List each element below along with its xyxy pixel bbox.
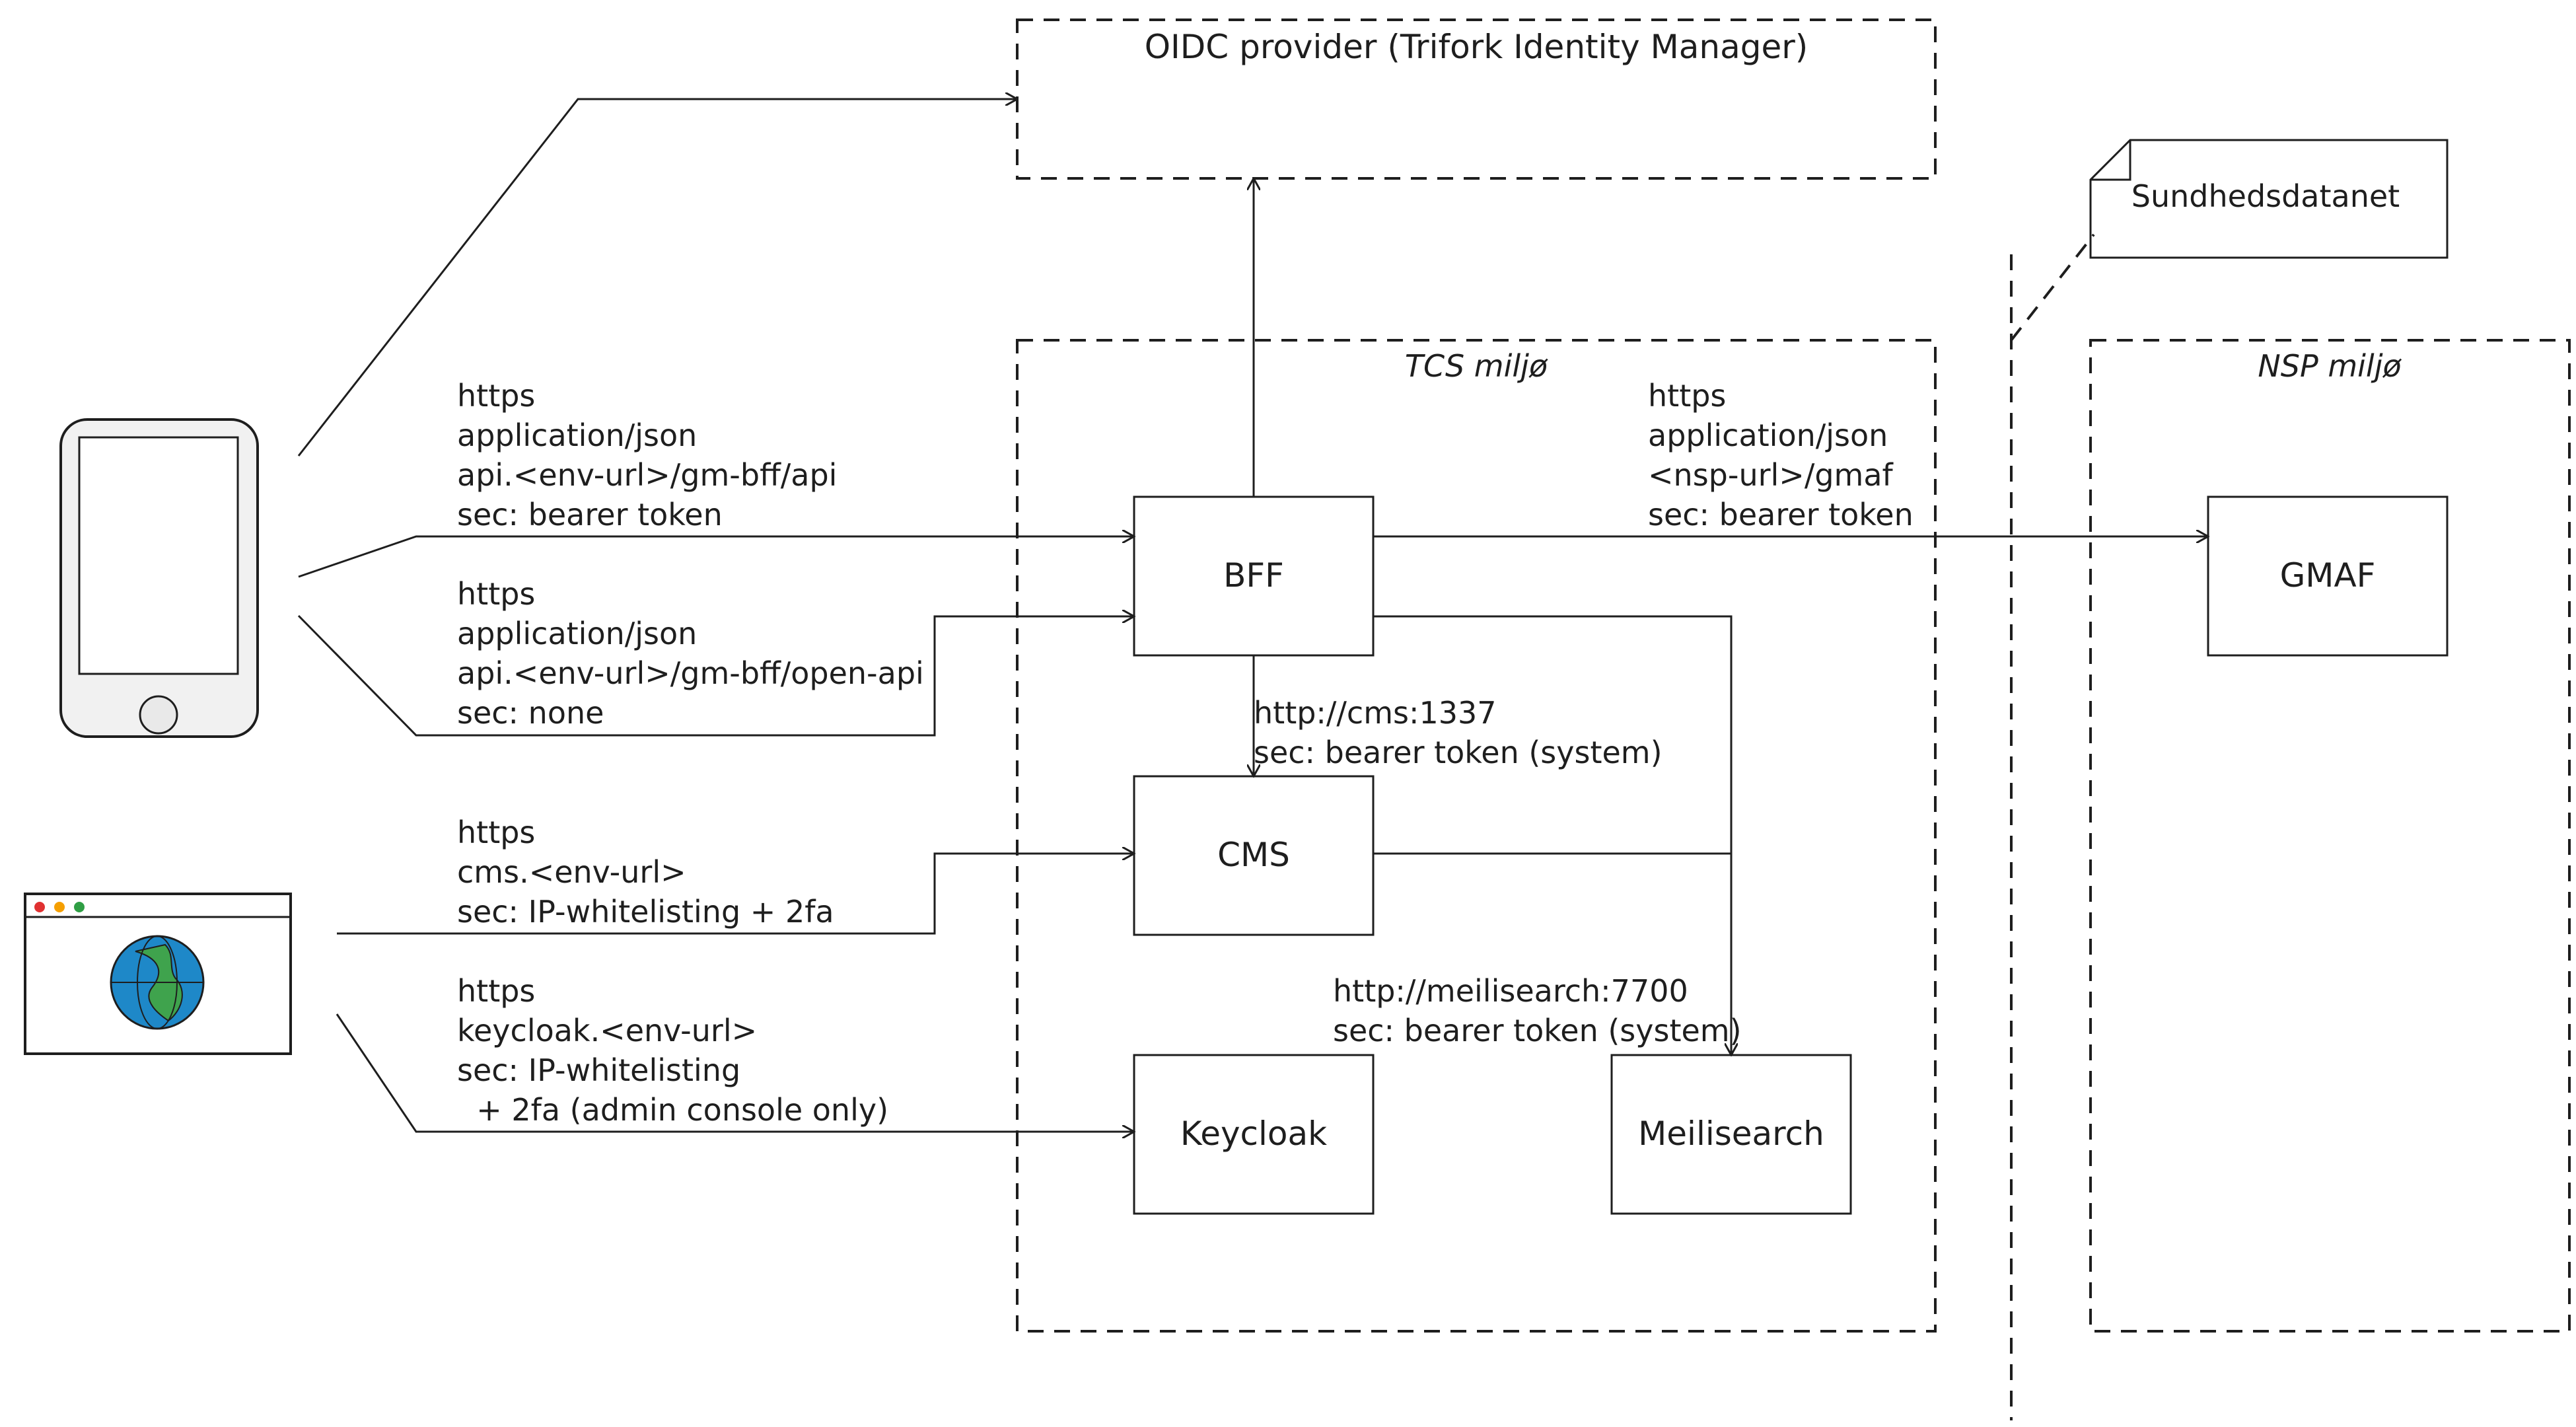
oidc-provider-box: OIDC provider (Trifork Identity Manager) (1016, 18, 1937, 180)
meilisearch-label: Meilisearch (1638, 1115, 1824, 1153)
browser-to-cms-arrow (337, 854, 1134, 935)
edge-label-line: http://cms:1337 (1254, 695, 1497, 731)
edge-label-line: sec: none (457, 695, 604, 731)
phone-openapi-edge-label: https application/json api.<env-url>/gm-… (457, 576, 924, 731)
edge-label-line: sec: bearer token (1648, 497, 1914, 532)
edge-label-line: api.<env-url>/gm-bff/open-api (457, 655, 924, 691)
edge-label-line: application/json (1648, 418, 1888, 453)
cms-box: CMS (1133, 775, 1375, 936)
browser-keycloak-edge-label: https keycloak.<env-url> sec: IP-whiteli… (457, 973, 888, 1128)
edge-label-line: sec: bearer token (system) (1254, 735, 1663, 770)
bff-to-meilisearch-arrow (1373, 615, 1731, 1055)
note-connector-line (2010, 233, 2095, 342)
edge-label-line: application/json (457, 616, 697, 651)
edge-label-line: sec: bearer token (system) (1333, 1013, 1742, 1048)
phone-to-bff-openapi-arrow (297, 616, 1134, 737)
bff-box: BFF (1133, 495, 1375, 657)
edge-label-line: sec: IP-whitelisting + 2fa (457, 894, 834, 930)
edge-label-line: http://meilisearch:7700 (1333, 973, 1688, 1009)
oidc-provider-label: OIDC provider (Trifork Identity Manager) (1145, 28, 1808, 66)
edge-label-line: sec: bearer token (457, 497, 723, 532)
edge-label-line: https (457, 815, 535, 850)
gmaf-label: GMAF (2280, 556, 2376, 595)
tcs-environment-box: TCS miljø (1016, 339, 1937, 1333)
edge-label-line: + 2fa (admin console only) (457, 1092, 888, 1128)
edge-label-line: application/json (457, 418, 697, 453)
edge-label-line: https (457, 576, 535, 612)
gmaf-box: GMAF (2207, 495, 2449, 657)
edge-label-line: api.<env-url>/gm-bff/api (457, 457, 837, 493)
edge-label-line: <nsp-url>/gmaf (1648, 457, 1894, 493)
browser-to-keycloak-arrow (336, 1013, 1134, 1132)
phone-to-bff-api-arrow (298, 536, 1134, 578)
meilisearch-edge-label: http://meilisearch:7700 sec: bearer toke… (1333, 973, 1742, 1048)
note-label: Sundhedsdatanet (2131, 178, 2400, 214)
tcs-environment-label: TCS miljø (1405, 348, 1548, 384)
meilisearch-box: Meilisearch (1610, 1054, 1852, 1215)
keycloak-box: Keycloak (1133, 1054, 1375, 1215)
mobile-phone-icon (59, 418, 259, 738)
sundhedsdatanet-note: Sundhedsdatanet (2089, 139, 2449, 259)
edge-label-line: https (1648, 378, 1726, 414)
edge-label-line: sec: IP-whitelisting (457, 1052, 740, 1088)
phone-api-edge-label: https application/json api.<env-url>/gm-… (457, 378, 837, 532)
keycloak-label: Keycloak (1180, 1115, 1327, 1153)
bff-cms-edge-label: http://cms:1337 sec: bearer token (syste… (1254, 695, 1663, 770)
bff-gmaf-edge-label: https application/json <nsp-url>/gmaf se… (1648, 378, 1914, 532)
browser-cms-edge-label: https cms.<env-url> sec: IP-whitelisting… (457, 815, 834, 930)
nsp-environment-label: NSP miljø (2258, 348, 2402, 384)
bff-label: BFF (1223, 556, 1284, 595)
edge-label-line: https (457, 973, 535, 1009)
nsp-environment-box: NSP miljø (2089, 339, 2571, 1333)
edge-label-line: cms.<env-url> (457, 854, 686, 890)
cms-label: CMS (1217, 836, 1290, 874)
edge-label-line: https (457, 378, 535, 414)
edge-label-line: keycloak.<env-url> (457, 1013, 757, 1048)
web-browser-globe-icon (24, 893, 292, 1055)
phone-to-oidc-arrow (297, 99, 1017, 457)
